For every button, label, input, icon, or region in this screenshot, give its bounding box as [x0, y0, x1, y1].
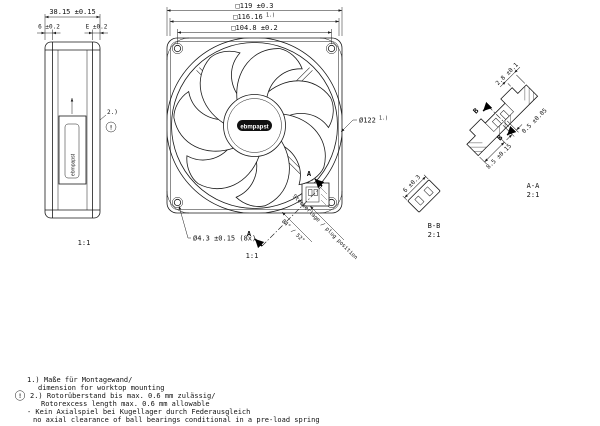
- note-ref-text: 2.): [107, 109, 118, 116]
- aa-pin-right: [499, 109, 510, 120]
- note-line-5: - Kein Axialspiel bei Kugellager durch F…: [27, 408, 250, 416]
- dim-hole-pitch-text: □104.8 ±0.2: [231, 24, 277, 32]
- section-bb-view: 6 ±0.3 B-B 2:1: [402, 174, 441, 239]
- note-line-4: Rotorexcess length max. 0.6 mm allowable: [41, 400, 210, 408]
- section-aa-title: A-A: [527, 182, 540, 190]
- dim-diameter-ref: 1.): [379, 116, 388, 122]
- aa-hatching: [468, 86, 534, 152]
- section-b-marks: B B: [472, 101, 517, 143]
- section-bb-title: B-B: [428, 222, 441, 230]
- bb-pin-right: [423, 186, 434, 197]
- dim-diameter: Ø122 1.): [340, 116, 388, 133]
- fan-blades: [173, 48, 334, 207]
- corner-arc-bl: [166, 190, 190, 214]
- side-label-plate: [64, 123, 80, 179]
- dim-outer-square-text: □119 ±0.3: [236, 2, 274, 10]
- dim-flange-right-text: E ±0.2: [86, 24, 108, 31]
- dim-depth: 38.15 ±0.15: [44, 8, 101, 40]
- bb-pin-left: [414, 195, 425, 206]
- dim-diameter-text: Ø122: [359, 117, 376, 125]
- note-line-2: dimension for worktop mounting: [38, 384, 164, 392]
- plug-housing: [301, 182, 330, 207]
- hub-logo-text: ebmpapst: [240, 124, 268, 130]
- dim-mounting-holes: Ø4.3 ±0.15 (8x): [178, 205, 256, 243]
- section-aa-view: 2.8 ±0.1 8.5 ±0.15 0.5 ±0.05: [466, 61, 549, 199]
- section-letter-a2: A: [307, 170, 312, 178]
- section-aa-scale: 2:1: [527, 191, 540, 199]
- front-view: ebmpapst □119 ±0.3 □116.16 1.) □104.8 ±0…: [166, 2, 388, 261]
- hub: ebmpapst: [223, 94, 286, 157]
- front-frame-inner-edge: [170, 41, 339, 210]
- section-letter-a1: A: [247, 230, 252, 238]
- note-line-6: no axial clearance of ball bearings cond…: [33, 416, 320, 424]
- section-letter-b2: B: [496, 134, 505, 143]
- dim-flange-left-text: 6 ±0.2: [38, 24, 60, 31]
- side-view: ebmpapst 38.15 ±0.15 6 ±0.2 E ±0.2: [37, 8, 118, 247]
- dim-mounting-wall-text: □116.16: [233, 13, 263, 21]
- hub-logo-plate: [237, 120, 272, 131]
- aa-dim-gap-text: 0.5 ±0.05: [521, 107, 549, 135]
- corner-arc-tr: [319, 37, 343, 61]
- aa-pin-left: [491, 117, 502, 128]
- dim-mounting-wall-ref: 1.): [266, 13, 275, 19]
- dim-mounting-wall: □116.16 1.): [169, 13, 340, 36]
- dim-mounting-holes-text: Ø4.3 ±0.15 (8x): [193, 235, 256, 243]
- rotor-protrusion-callout: 2.) !: [99, 109, 118, 133]
- dim-flange-left: 6 ±0.2: [37, 24, 61, 40]
- notes-warning-symbol: !: [18, 393, 22, 400]
- front-scale-label: 1:1: [246, 252, 259, 260]
- warning-circle-icon: [105, 121, 117, 133]
- corner-arc-tl: [166, 37, 190, 61]
- note-line-1: 1.) Maße für Montagewand/: [27, 376, 132, 384]
- aa-dim-width-text: 8.5 ±0.15: [485, 142, 513, 170]
- aa-cavity: [484, 102, 514, 132]
- dim-flange-right: E ±0.2: [84, 24, 108, 40]
- section-letter-b1: B: [472, 107, 481, 116]
- side-brand-label: ebmpapst: [71, 153, 77, 176]
- notes-block: 1.) Maße für Montagewand/ dimension for …: [14, 376, 320, 424]
- dim-hole-pitch: □104.8 ±0.2: [177, 24, 332, 44]
- dim-outer-square: □119 ±0.3: [166, 2, 343, 36]
- aa-dim-height-text: 2.8 ±0.1: [494, 61, 520, 87]
- warning-symbol: !: [109, 125, 113, 132]
- plug-hatching: [320, 187, 328, 206]
- side-motor-hub: [58, 115, 87, 185]
- corner-arc-br: [319, 190, 343, 214]
- section-bb-scale: 2:1: [428, 231, 441, 239]
- dim-depth-text: 38.15 ±0.15: [49, 8, 95, 16]
- venturi-circle: [171, 42, 338, 209]
- note-line-3: 2.) Rotorüberstand bis max. 0.6 mm zuläs…: [30, 392, 215, 400]
- warning-circle-icon: [14, 390, 26, 401]
- section-a-marks: A A: [247, 170, 325, 249]
- side-scale-label: 1:1: [78, 239, 91, 247]
